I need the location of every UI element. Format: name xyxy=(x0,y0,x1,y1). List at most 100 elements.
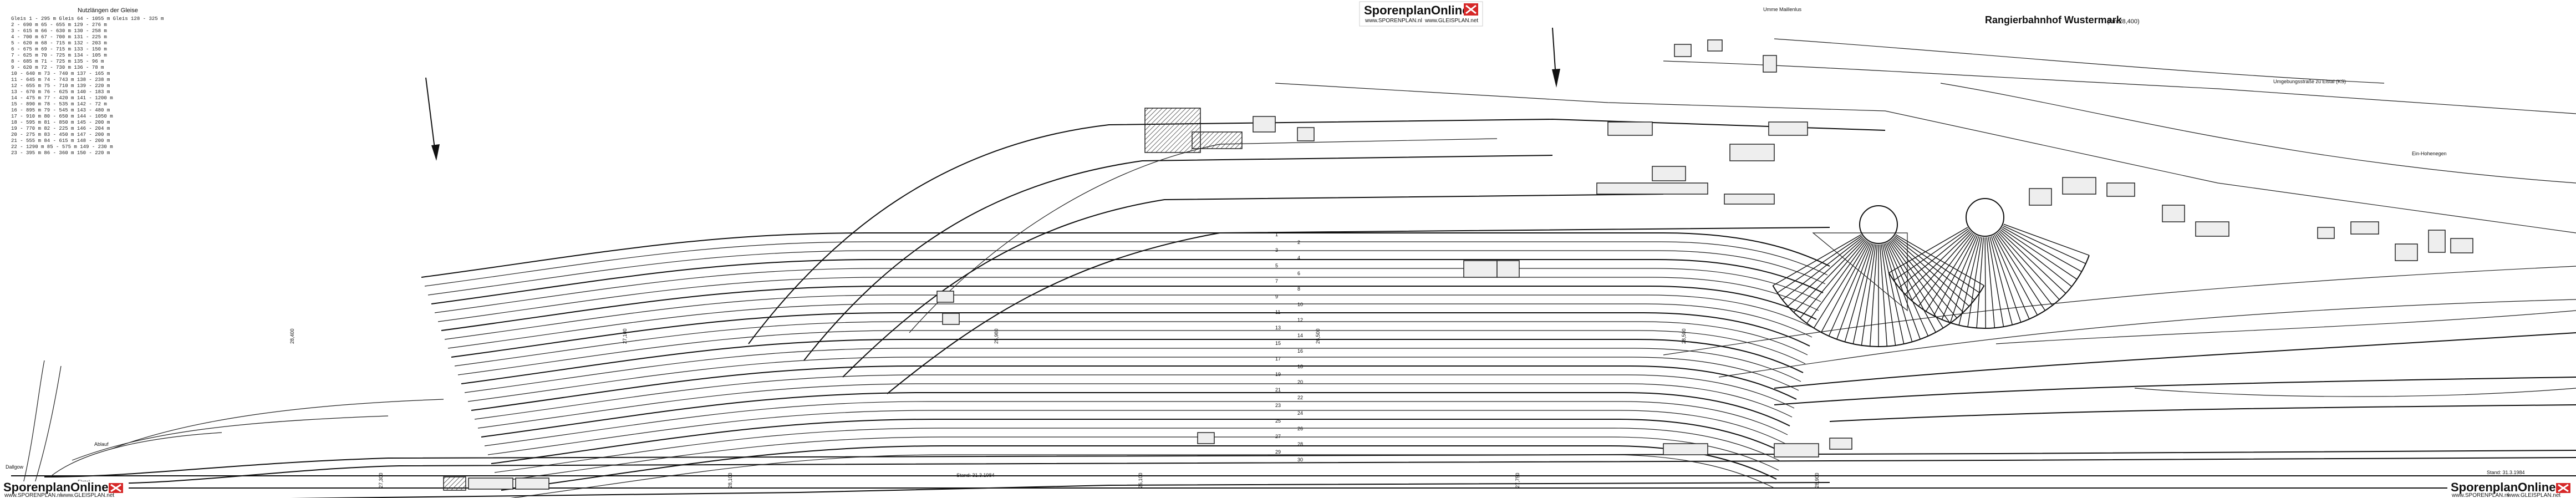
bottom-left-brand-name: SporenplanOnline xyxy=(3,480,108,494)
table-row: 14 - 475 m 77 - 420 m 141 - 1200 m xyxy=(11,95,113,101)
track-number: 13 xyxy=(1275,325,1281,331)
table-row: 15 - 890 m 78 - 535 m 142 - 72 m xyxy=(11,101,107,107)
track-length-table: Nutzlängen der Gleise Gleis 1 - 295 m Gl… xyxy=(11,7,164,156)
km-marker: 28,900 xyxy=(1814,472,1820,488)
track-number: 9 xyxy=(1275,294,1278,299)
table-row: 2 - 690 m 65 - 655 m 129 - 276 m xyxy=(11,22,107,28)
yard-tracks xyxy=(0,38,2576,498)
track-number: 4 xyxy=(1297,255,1300,261)
km-marker: 26,500 xyxy=(1315,328,1321,344)
top-brand-name: SporenplanOnline xyxy=(1364,3,1469,17)
track-number-labels: 1234567891011121314151617181920212223242… xyxy=(1275,232,1303,463)
turntable-right-icon xyxy=(1966,198,2004,237)
table-row: 7 - 625 m 70 - 725 m 134 - 105 m xyxy=(11,53,107,58)
top-brand-url2: www.GLEISPLAN.net xyxy=(1424,18,1478,24)
track-number: 12 xyxy=(1297,317,1303,323)
north-arrow-right-icon xyxy=(1552,27,1560,88)
upper-right-road-label: Umgebungsstraße zu Elstal (KS) xyxy=(2273,79,2346,84)
station-title: Rangierbahnhof Wustermark xyxy=(1985,14,2122,26)
track-number: 26 xyxy=(1297,426,1303,431)
track-number: 29 xyxy=(1275,449,1281,455)
track-number: 28 xyxy=(1297,441,1303,447)
km-marker: 27,100 xyxy=(622,328,628,344)
upper-road-label: Umme Maillenlus xyxy=(1763,7,1802,12)
bottom-left-brand-url2: www.GLEISPLAN.net xyxy=(60,492,114,498)
track-number: 6 xyxy=(1297,271,1300,276)
track-number: 25 xyxy=(1275,418,1281,424)
bottom-right-brand-url: www.SPORENPLAN.nl xyxy=(2451,492,2509,498)
stand-date-middle: Stand: 31.3.1984 xyxy=(956,472,995,478)
top-brand-url: www.SPORENPLAN.nl xyxy=(1365,18,1422,24)
top-brand-mark-icon xyxy=(1464,3,1478,16)
turntable-left-icon xyxy=(1859,205,1898,244)
north-arrow-left-icon xyxy=(425,77,440,161)
top-brand-logo: SporenplanOnline www.SPORENPLAN.nl www.G… xyxy=(1359,1,1483,27)
table-row: 19 - 770 m 82 - 225 m 146 - 204 m xyxy=(11,126,110,131)
table-row: 13 - 670 m 76 - 625 m 140 - 183 m xyxy=(11,89,110,95)
track-number: 7 xyxy=(1275,278,1278,284)
track-number: 1 xyxy=(1275,232,1278,237)
ablauf-label: Ablauf xyxy=(94,441,109,447)
bottom-left-brand-mark-icon xyxy=(109,483,123,493)
track-number: 14 xyxy=(1297,333,1303,338)
table-row: Gleis 1 - 295 m Gleis 64 - 1055 m Gleis … xyxy=(11,16,164,22)
bottom-right-brand-name: SporenplanOnline xyxy=(2451,480,2555,494)
table-row: 16 - 895 m 79 - 545 m 143 - 480 m xyxy=(11,108,110,113)
km-marker: 27,750 xyxy=(1515,472,1520,488)
stand-date-right: Stand: 31.3.1984 xyxy=(2487,470,2525,475)
table-row: 12 - 655 m 75 - 710 m 139 - 220 m xyxy=(11,83,110,89)
km-marker: 28,500 xyxy=(1681,328,1687,344)
track-number: 11 xyxy=(1275,309,1280,315)
km-marker: 28,400 xyxy=(289,328,295,344)
table-row: 9 - 620 m 72 - 730 m 136 - 78 m xyxy=(11,65,104,70)
left-station-label: Dallgow xyxy=(6,464,24,470)
table-row: 21 - 555 m 84 - 615 m 148 - 200 m xyxy=(11,138,110,144)
bottom-right-brand-mark-icon xyxy=(2556,483,2570,493)
track-number: 23 xyxy=(1275,403,1281,408)
table-row: 11 - 645 m 74 - 743 m 138 - 238 m xyxy=(11,77,110,83)
station-km: (km 28,400) xyxy=(2107,18,2140,25)
track-number: 15 xyxy=(1275,341,1281,346)
bottom-right-brand-logo: SporenplanOnline www.SPORENPLAN.nl www.G… xyxy=(2447,480,2576,498)
track-number: 8 xyxy=(1297,286,1300,292)
table-row: 5 - 620 m 68 - 715 m 132 - 203 m xyxy=(11,40,107,46)
track-number: 16 xyxy=(1297,348,1303,354)
table-row: 8 - 685 m 71 - 725 m 135 - 96 m xyxy=(11,59,104,64)
km-marker-labels: 28,400 27,300 27,100 28,100 25,980 26,100 26,5… xyxy=(289,328,1820,488)
km-marker: 25,980 xyxy=(994,328,999,344)
km-marker: 28,100 xyxy=(727,472,733,488)
track-number: 30 xyxy=(1297,457,1303,463)
track-number: 2 xyxy=(1297,240,1300,245)
roundhouse-right xyxy=(1888,223,2090,329)
table-row: 10 - 640 m 73 - 740 m 137 - 165 m xyxy=(11,71,110,77)
track-number: 24 xyxy=(1297,410,1303,416)
roundhouse-left xyxy=(1772,232,1985,348)
track-number: 22 xyxy=(1297,395,1303,400)
bottom-right-brand-url2: www.GLEISPLAN.net xyxy=(2507,492,2560,498)
table-row: 4 - 700 m 67 - 700 m 131 - 225 m xyxy=(11,34,107,40)
table-row: 18 - 595 m 81 - 850 m 145 - 200 m xyxy=(11,120,110,125)
track-number: 20 xyxy=(1297,379,1303,385)
track-number: 18 xyxy=(1297,364,1303,369)
right-road-label: Ein-Hohenegen xyxy=(2412,151,2447,156)
table-row: 3 - 615 m 66 - 630 m 130 - 258 m xyxy=(11,28,107,34)
table-row: 22 - 1290 m 85 - 575 m 149 - 230 m xyxy=(11,144,113,150)
track-number: 5 xyxy=(1275,263,1278,268)
track-number: 17 xyxy=(1275,356,1281,362)
bottom-left-brand-logo: SporenplanOnline www.SPORENPLAN.nl www.G… xyxy=(0,480,129,498)
track-number: 21 xyxy=(1275,387,1281,393)
bottom-left-brand-url: www.SPORENPLAN.nl xyxy=(4,492,62,498)
km-marker: 27,300 xyxy=(378,472,384,488)
track-number: 19 xyxy=(1275,372,1281,377)
track-number: 27 xyxy=(1275,434,1281,439)
buildings xyxy=(443,39,2473,491)
track-number: 3 xyxy=(1275,247,1278,253)
track-number: 10 xyxy=(1297,302,1303,307)
table-heading: Nutzlängen der Gleise xyxy=(78,7,138,14)
table-row: 17 - 910 m 80 - 650 m 144 - 1050 m xyxy=(11,114,113,119)
table-row: 23 - 395 m 86 - 360 m 150 - 220 m xyxy=(11,150,110,156)
table-row: 6 - 675 m 69 - 715 m 133 - 150 m xyxy=(11,47,107,52)
table-row: 20 - 275 m 83 - 450 m 147 - 200 m xyxy=(11,132,110,138)
km-marker: 26,100 xyxy=(1138,472,1143,488)
